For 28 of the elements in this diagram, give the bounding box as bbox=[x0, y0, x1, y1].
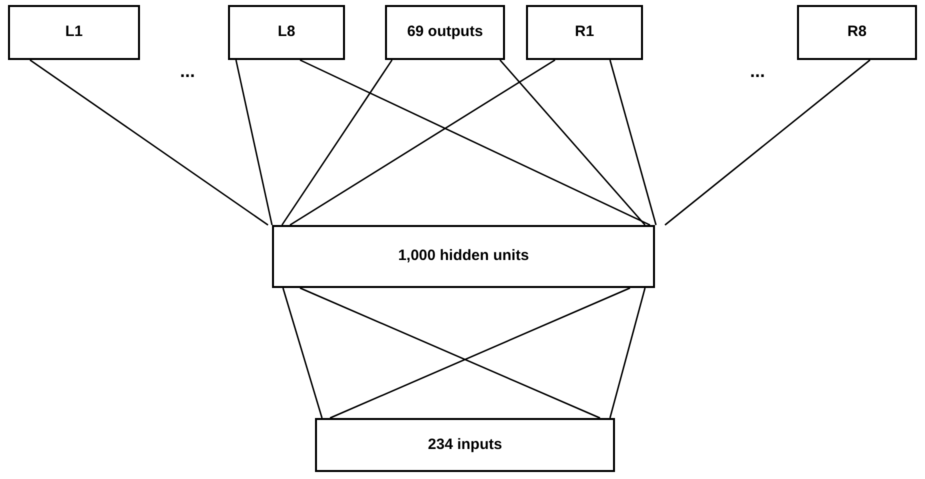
layer-box bbox=[8, 5, 140, 60]
connector-line bbox=[282, 288, 323, 418]
layer-label: 234 inputs bbox=[428, 434, 502, 455]
layer-box bbox=[272, 225, 655, 288]
layer-label: 69 outputs bbox=[407, 22, 483, 42]
layer-box bbox=[385, 5, 505, 60]
connector-line bbox=[330, 287, 630, 419]
connector-line bbox=[609, 60, 657, 226]
connector-line bbox=[664, 59, 870, 226]
connector-line bbox=[235, 60, 273, 226]
connector-line bbox=[281, 60, 393, 226]
layer-label: R8 bbox=[847, 22, 867, 42]
connector-line bbox=[609, 288, 646, 418]
layer-label: R1 bbox=[574, 22, 594, 42]
connector-line bbox=[300, 287, 600, 419]
connector-line bbox=[290, 59, 556, 226]
ellipsis-label: ... bbox=[180, 60, 196, 83]
layer-box bbox=[526, 5, 643, 60]
layer-label: L8 bbox=[278, 22, 296, 42]
connector-line bbox=[300, 59, 650, 226]
connector-line bbox=[499, 60, 646, 226]
layer-box bbox=[228, 5, 345, 60]
layer-box bbox=[315, 418, 615, 472]
layer-box bbox=[797, 5, 917, 60]
layer-label: L1 bbox=[65, 22, 83, 42]
layer-label: 1,000 hidden units bbox=[398, 246, 529, 266]
ellipsis-label: ... bbox=[750, 60, 766, 83]
connector-line bbox=[30, 59, 268, 226]
